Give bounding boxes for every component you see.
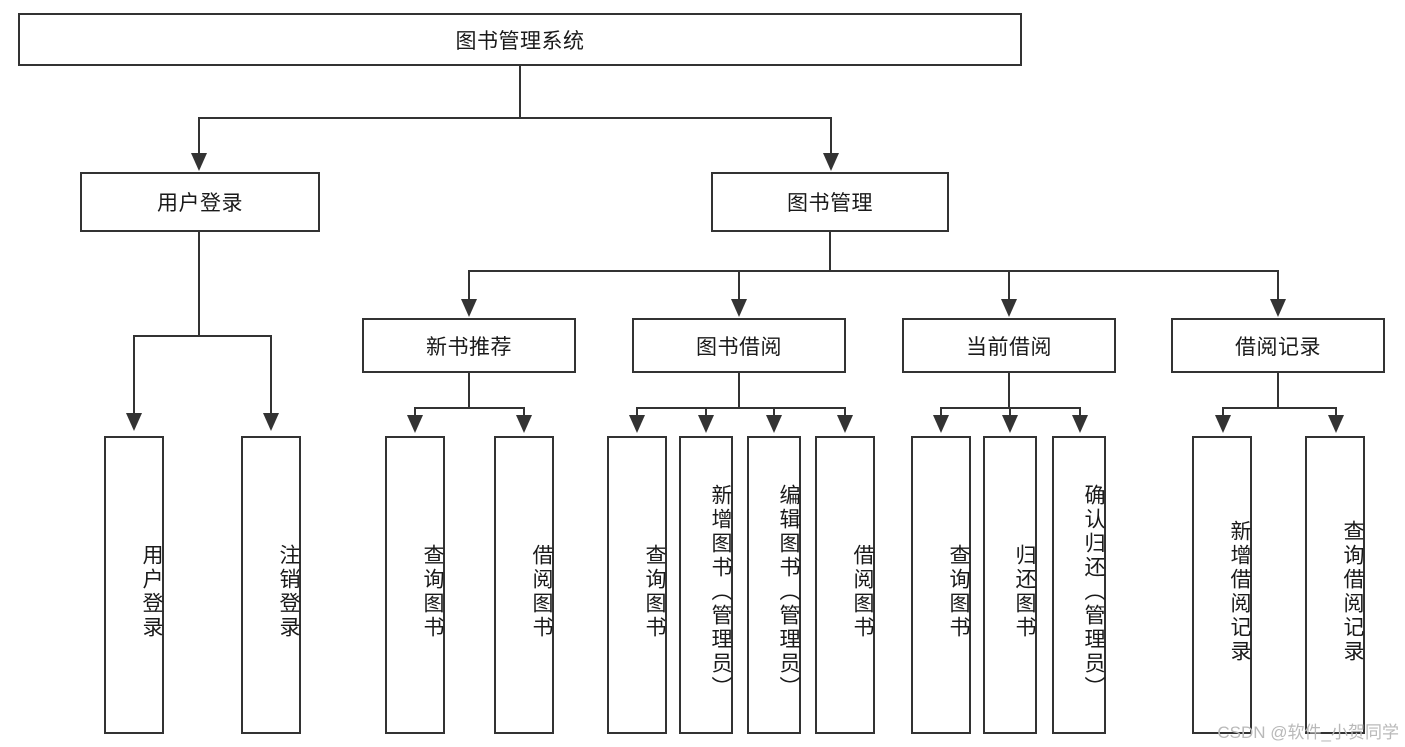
- edge-level2-bus: [198, 117, 831, 119]
- edge-drop-book-management: [830, 117, 832, 157]
- node-label: 查询借阅记录: [1341, 520, 1364, 664]
- edge-level3-bus: [468, 270, 1278, 272]
- arrow-current-borrow: [1001, 299, 1017, 317]
- edge-user-login-stem: [198, 232, 200, 336]
- node-label: 新增借阅记录: [1228, 520, 1251, 664]
- node-borrow-record[interactable]: 借阅记录: [1171, 318, 1385, 373]
- arrow-leaf-add-borrow-record: [1215, 415, 1231, 433]
- edge-book-management-stem: [829, 232, 831, 272]
- arrow-leaf-add-book-admin: [698, 415, 714, 433]
- node-leaf-query-borrow-record[interactable]: 查询借阅记录: [1305, 436, 1365, 734]
- edge-root-stem: [519, 66, 521, 118]
- node-leaf-confirm-return-admin[interactable]: 确认归还（管理员）: [1052, 436, 1106, 734]
- arrow-leaf-query-book-2: [629, 415, 645, 433]
- edge-drop-leaf-user-login: [133, 335, 135, 417]
- edge-drop-leaf-query-book-2: [636, 407, 638, 419]
- node-leaf-borrow-book-2[interactable]: 借阅图书: [815, 436, 875, 734]
- node-leaf-query-book-2[interactable]: 查询图书: [607, 436, 667, 734]
- arrow-leaf-borrow-book-1: [516, 415, 532, 433]
- node-leaf-query-book-1[interactable]: 查询图书: [385, 436, 445, 734]
- edge-book-borrow-bus: [636, 407, 845, 409]
- arrow-leaf-query-borrow-record: [1328, 415, 1344, 433]
- edge-drop-leaf-query-book-1: [414, 407, 416, 419]
- node-leaf-logout-login[interactable]: 注销登录: [241, 436, 301, 734]
- node-label: 归还图书: [1013, 544, 1036, 640]
- arrow-user-login: [191, 153, 207, 171]
- node-label: 新书推荐: [426, 335, 512, 359]
- edge-user-login-bus: [133, 335, 271, 337]
- node-label: 查询图书: [421, 544, 444, 640]
- node-leaf-borrow-book-1[interactable]: 借阅图书: [494, 436, 554, 734]
- arrow-book-management: [823, 153, 839, 171]
- edge-drop-leaf-add-book-admin: [705, 407, 707, 419]
- node-label: 确认归还（管理员）: [1082, 484, 1105, 700]
- node-leaf-user-login[interactable]: 用户登录: [104, 436, 164, 734]
- node-label: 查询图书: [947, 544, 970, 640]
- arrow-new-book-recommend: [461, 299, 477, 317]
- arrow-leaf-confirm-return-admin: [1072, 415, 1088, 433]
- node-leaf-query-book-3[interactable]: 查询图书: [911, 436, 971, 734]
- edge-drop-new-book-recommend: [468, 270, 470, 303]
- edge-drop-current-borrow: [1008, 270, 1010, 303]
- node-label: 编辑图书（管理员）: [777, 484, 800, 700]
- node-label: 注销登录: [277, 544, 300, 640]
- node-user-login[interactable]: 用户登录: [80, 172, 320, 232]
- edge-drop-leaf-add-borrow-record: [1222, 407, 1224, 419]
- node-label: 借阅记录: [1235, 335, 1321, 359]
- node-root[interactable]: 图书管理系统: [18, 13, 1022, 66]
- node-label: 新增图书（管理员）: [709, 484, 732, 700]
- node-label: 图书借阅: [696, 335, 782, 359]
- edge-current-borrow-stem: [1008, 373, 1010, 409]
- arrow-book-borrow: [731, 299, 747, 317]
- node-label: 借阅图书: [530, 544, 553, 640]
- edge-borrow-record-bus: [1222, 407, 1336, 409]
- node-leaf-add-book-admin[interactable]: 新增图书（管理员）: [679, 436, 733, 734]
- edge-drop-leaf-edit-book-admin: [773, 407, 775, 419]
- node-leaf-add-borrow-record[interactable]: 新增借阅记录: [1192, 436, 1252, 734]
- arrow-leaf-query-book-1: [407, 415, 423, 433]
- edge-drop-leaf-borrow-book-1: [523, 407, 525, 419]
- node-label: 当前借阅: [966, 335, 1052, 359]
- edge-new-book-recommend-stem: [468, 373, 470, 409]
- node-new-book-recommend[interactable]: 新书推荐: [362, 318, 576, 373]
- edge-drop-leaf-logout-login: [270, 335, 272, 417]
- node-book-borrow[interactable]: 图书借阅: [632, 318, 846, 373]
- arrow-leaf-user-login: [126, 413, 142, 431]
- edge-drop-leaf-query-book-3: [940, 407, 942, 419]
- node-label: 用户登录: [140, 544, 163, 640]
- arrow-leaf-edit-book-admin: [766, 415, 782, 433]
- node-label: 用户登录: [157, 192, 243, 215]
- node-label: 图书管理: [787, 192, 873, 215]
- node-label: 查询图书: [643, 544, 666, 640]
- csdn-watermark: CSDN @软件_小贺同学: [1217, 723, 1399, 742]
- arrow-leaf-return-book: [1002, 415, 1018, 433]
- node-leaf-return-book[interactable]: 归还图书: [983, 436, 1037, 734]
- edge-book-borrow-stem: [738, 373, 740, 409]
- edge-drop-book-borrow: [738, 270, 740, 303]
- node-current-borrow[interactable]: 当前借阅: [902, 318, 1116, 373]
- arrow-borrow-record: [1270, 299, 1286, 317]
- node-leaf-edit-book-admin[interactable]: 编辑图书（管理员）: [747, 436, 801, 734]
- node-label: 借阅图书: [851, 544, 874, 640]
- node-book-management[interactable]: 图书管理: [711, 172, 949, 232]
- edge-drop-borrow-record: [1277, 270, 1279, 303]
- edge-drop-leaf-borrow-book-2: [844, 407, 846, 419]
- arrow-leaf-logout-login: [263, 413, 279, 431]
- edge-drop-leaf-return-book: [1009, 407, 1011, 419]
- node-label: 图书管理系统: [455, 29, 585, 53]
- edge-borrow-record-stem: [1277, 373, 1279, 409]
- edge-new-book-recommend-bus: [414, 407, 524, 409]
- edge-drop-user-login: [198, 117, 200, 157]
- edge-drop-leaf-confirm-return-admin: [1079, 407, 1081, 419]
- arrow-leaf-query-book-3: [933, 415, 949, 433]
- arrow-leaf-borrow-book-2: [837, 415, 853, 433]
- edge-drop-leaf-query-borrow-record: [1335, 407, 1337, 419]
